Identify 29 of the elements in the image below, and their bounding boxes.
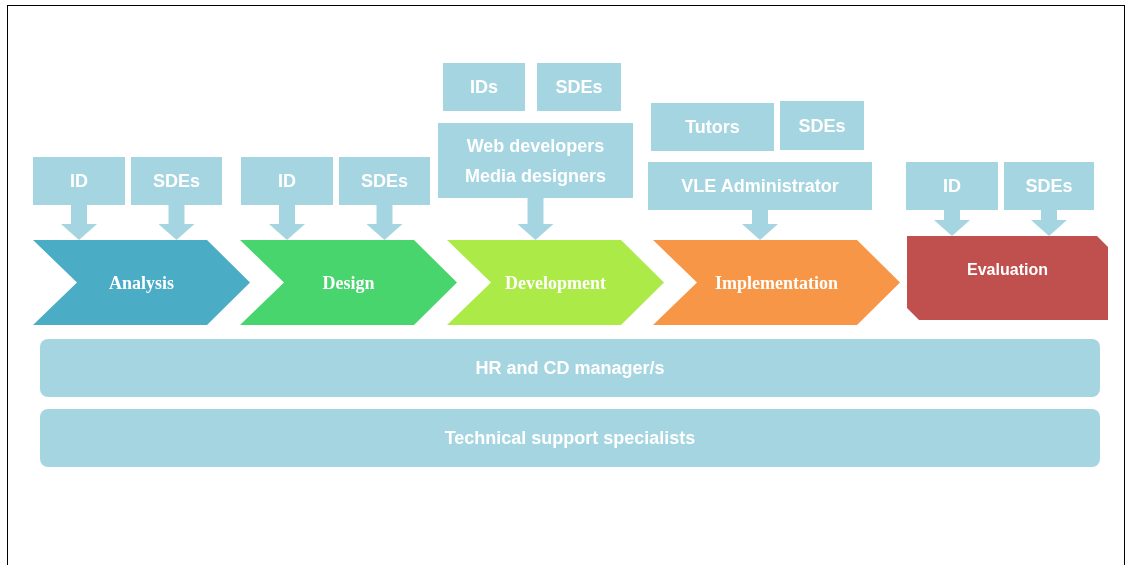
role-box: SDEs — [537, 63, 621, 111]
role-bar: Technical support specialists — [40, 409, 1100, 467]
arrow — [366, 205, 403, 240]
step-label: Implementation — [714, 272, 839, 293]
role-bar: HR and CD manager/s — [40, 339, 1100, 397]
arrow — [269, 205, 305, 240]
role-box: VLE Administrator — [648, 162, 872, 210]
role-box: Tutors — [651, 103, 774, 151]
arrow — [158, 205, 195, 240]
arrow — [517, 198, 554, 240]
step-label: Design — [321, 272, 376, 293]
arrow — [934, 210, 970, 236]
role-box: IDs — [443, 63, 525, 111]
arrow — [742, 210, 778, 240]
role-box: SDEs — [339, 157, 430, 205]
role-box: SDEs — [780, 101, 864, 150]
role-box: SDEs — [131, 157, 222, 205]
step-label: Evaluation — [966, 260, 1049, 279]
role-box: ID — [241, 157, 333, 205]
step-label: Analysis — [108, 272, 175, 293]
role-label: Media designers — [464, 164, 606, 188]
role-box: ID — [906, 162, 998, 210]
role-box — [438, 123, 633, 198]
role-label: Web developers — [466, 134, 605, 158]
arrow — [61, 205, 97, 240]
arrow — [1031, 210, 1067, 236]
role-box: SDEs — [1004, 162, 1094, 210]
step-label: Development — [504, 272, 607, 293]
role-box: ID — [33, 157, 125, 205]
